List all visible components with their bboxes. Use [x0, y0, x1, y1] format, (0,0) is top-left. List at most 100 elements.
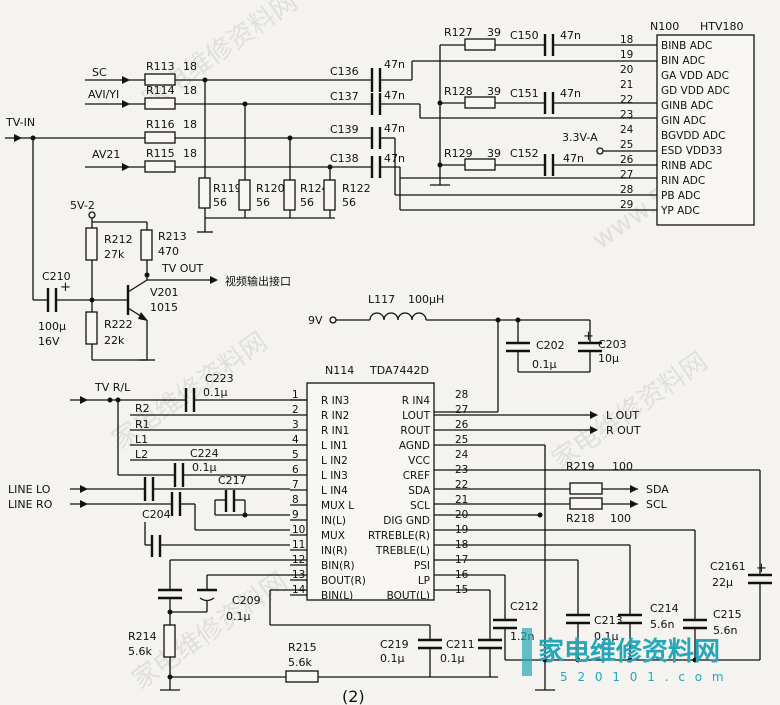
- chip-n114-pin-number: 24: [455, 449, 469, 461]
- label-c224: C224: [190, 447, 219, 460]
- chip-n114-pin-name: MUX: [321, 530, 345, 542]
- site-logo: 家电维修资料网 5 2 0 1 0 1 . c o m: [522, 628, 724, 684]
- chip-n114-pin-number: 10: [292, 524, 305, 536]
- resistor-r129: [464, 158, 496, 171]
- signal-label-9v: 9V: [308, 314, 323, 327]
- chip-n114-pin-number: 6: [292, 464, 299, 476]
- label-r120: R120: [256, 182, 285, 195]
- label-c137: C137: [330, 90, 359, 103]
- chip-n114-pin-name: DIG GND: [383, 515, 430, 527]
- chip-n114-pin-name: LP: [418, 575, 430, 587]
- label-c217: C217: [218, 474, 247, 487]
- value-c215: 5.6n: [713, 624, 737, 637]
- signal-label-line-lo: LINE LO: [8, 483, 51, 496]
- resistor-r119: [198, 177, 211, 209]
- chip-n100-pin-name: BGVDD ADC: [661, 130, 725, 142]
- chip-n114-pin-name: TREBLE(L): [375, 545, 430, 557]
- label-r114: R114: [146, 84, 175, 97]
- chip-n100-pin-name: RIN ADC: [661, 175, 705, 187]
- chip-n100-pin-name: GA VDD ADC: [661, 70, 729, 82]
- logo-mark: [522, 628, 532, 676]
- polarity-plus: +: [756, 561, 767, 576]
- value-c224: 0.1μ: [192, 461, 217, 474]
- chip-n114-pin-name: SCL: [410, 500, 430, 512]
- resistor-r122: [323, 179, 336, 211]
- resistor-r218: [569, 497, 603, 510]
- resistor-r114: [144, 97, 176, 110]
- label-c204: C204: [142, 508, 171, 521]
- video-input-section: SC R113 18 AVI/YI R114 18 TV-IN R116 18 …: [5, 26, 657, 233]
- signal-label-sda: SDA: [646, 483, 669, 496]
- resistor-r120: [238, 179, 251, 211]
- label-c215: C215: [713, 608, 742, 621]
- chip-n114-part: TDA7442D: [369, 364, 429, 377]
- chip-n114-pin-name: R IN2: [321, 410, 349, 422]
- value-r119: 56: [213, 196, 227, 209]
- resistor-r222: [85, 311, 98, 345]
- chip-n114-pin-number: 2: [292, 404, 299, 416]
- label-c214: C214: [650, 602, 679, 615]
- chip-n114-pin-name: BOUT(L): [387, 590, 430, 602]
- label-c151: C151: [510, 87, 539, 100]
- chip-n114-pin-name: BIN(L): [321, 590, 353, 602]
- tv-out-section: 5V-2 R212 27k R213 470 TV OUT 视频输出接口 V20…: [32, 138, 291, 361]
- resistor-r124: [283, 179, 296, 211]
- figure-label: (2): [342, 687, 365, 705]
- chip-n100-pin-number: 21: [620, 79, 633, 91]
- chip-n114-ref: N114: [325, 364, 354, 377]
- signal-label-tv-rl: TV R/L: [94, 381, 131, 394]
- chip-n114-pin-name: LOUT: [402, 410, 430, 422]
- value-r127: 39: [487, 26, 501, 39]
- chip-n100-pin-number: 28: [620, 184, 633, 196]
- chip-n114-pin-number: 1: [292, 389, 299, 401]
- chip-n114-pin-name: CREF: [403, 470, 430, 482]
- label-r214: R214: [128, 630, 157, 643]
- signal-label-5v: 5V-2: [70, 199, 95, 212]
- value-c213: 0.1μ: [594, 630, 619, 643]
- label-r115: R115: [146, 147, 175, 160]
- logo-text: 家电维修资料网: [538, 636, 720, 667]
- chip-n114-pin-number: 8: [292, 494, 299, 506]
- chip-n114-pin-name: IN(L): [321, 515, 346, 527]
- chip-n100-pin-name: RINB ADC: [661, 160, 712, 172]
- label-c203: C203: [598, 338, 627, 351]
- signal-label-tv-out-cn: 视频输出接口: [225, 274, 291, 288]
- chip-n114-pin-name: R IN3: [321, 395, 349, 407]
- value-r116: 18: [183, 118, 197, 131]
- label-c136: C136: [330, 65, 359, 78]
- value-r129: 39: [487, 147, 501, 160]
- value-l117: 100μH: [408, 293, 444, 306]
- value-r120: 56: [256, 196, 270, 209]
- label-v201: V201: [150, 286, 179, 299]
- value-c203: 10μ: [598, 352, 619, 365]
- label-r213: R213: [158, 230, 187, 243]
- chip-n100-pin-number: 26: [620, 154, 634, 166]
- chip-n114-pin-name: AGND: [399, 440, 430, 452]
- chip-n114-pin-number: 7: [292, 479, 299, 491]
- chip-n114-pin-number: 26: [455, 419, 469, 431]
- label-r219: R219: [566, 460, 595, 473]
- resistor-r115: [144, 160, 176, 173]
- label-r119: R119: [213, 182, 242, 195]
- label-r212: R212: [104, 233, 133, 246]
- chip-n100-pin-number: 20: [620, 64, 633, 76]
- voltage-c210: 16V: [38, 335, 60, 348]
- chip-n100-part: HTV180: [700, 20, 744, 33]
- chip-n114-body: [306, 382, 435, 601]
- chip-n100-pin-number: 18: [620, 34, 633, 46]
- chip-n114-pin-number: 11: [292, 539, 305, 551]
- value-c209: 0.1μ: [226, 610, 251, 623]
- label-r113: R113: [146, 60, 175, 73]
- signal-label-l2: L2: [135, 448, 148, 461]
- chip-n114-pin-number: 25: [455, 434, 468, 446]
- label-r215: R215: [288, 641, 317, 654]
- signal-label-l-out: L OUT: [606, 409, 639, 422]
- value-c137: 47n: [384, 89, 405, 102]
- chip-n100-pin-number: 23: [620, 109, 633, 121]
- value-c223: 0.1μ: [203, 386, 228, 399]
- chip-n100-pin-number: 19: [620, 49, 633, 61]
